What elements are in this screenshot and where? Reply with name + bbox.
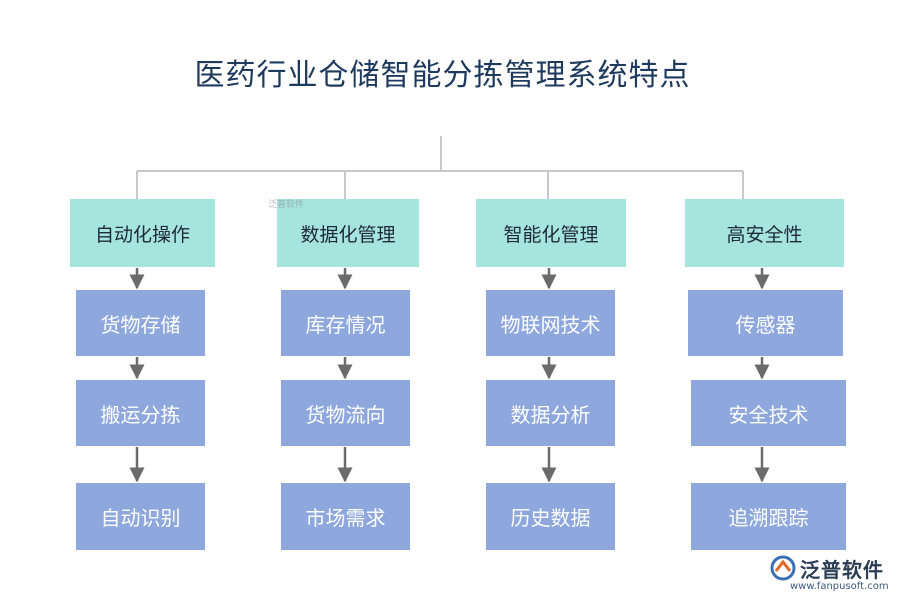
- item-box: 传感器: [688, 290, 843, 356]
- small-watermark: 泛普软件: [268, 200, 305, 210]
- item-box: 历史数据: [486, 483, 615, 550]
- brand-logo: 泛普软件: [770, 553, 884, 583]
- category-box: 高安全性: [685, 199, 844, 267]
- item-box: 追溯跟踪: [691, 483, 846, 550]
- tree-connectors: [136, 136, 744, 199]
- item-box: 数据分析: [486, 380, 615, 446]
- category-box: 自动化操作: [70, 199, 215, 267]
- item-box: 市场需求: [281, 483, 410, 550]
- item-box: 搬运分拣: [76, 380, 205, 446]
- category-box: 数据化管理: [277, 199, 419, 267]
- brand-url: www.fanpusoft.com: [790, 581, 889, 592]
- item-box: 货物存储: [76, 290, 205, 356]
- item-box: 自动识别: [76, 483, 205, 550]
- diagram-title: 医药行业仓储智能分拣管理系统特点: [194, 58, 691, 93]
- item-box: 库存情况: [281, 290, 410, 356]
- item-box: 安全技术: [691, 380, 846, 446]
- item-box: 物联网技术: [486, 290, 615, 356]
- brand-name: 泛普软件: [800, 557, 884, 582]
- flow-arrows: [129, 268, 770, 483]
- item-box: 货物流向: [281, 380, 410, 446]
- brand-logo-icon: [770, 555, 796, 581]
- category-box: 智能化管理: [476, 199, 626, 267]
